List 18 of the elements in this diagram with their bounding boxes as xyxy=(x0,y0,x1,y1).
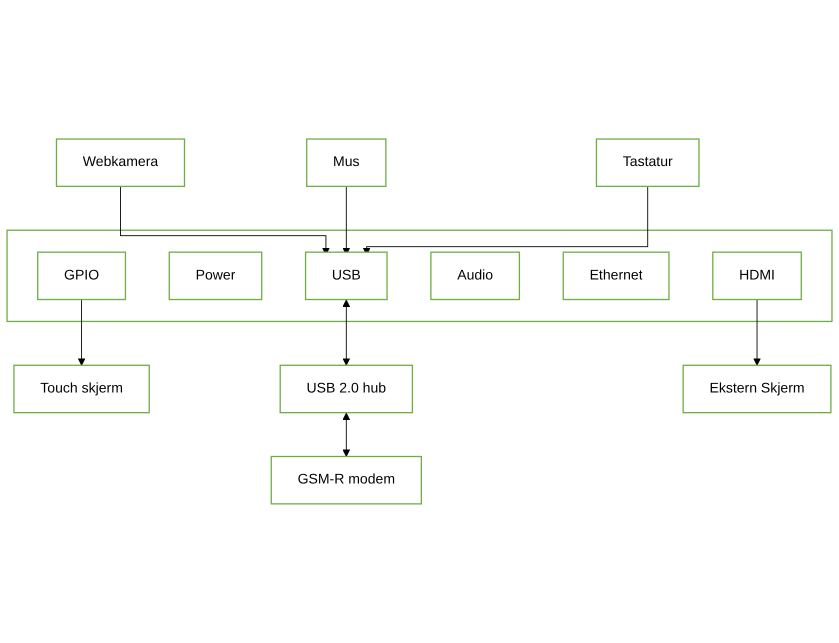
node-box: GPIO xyxy=(37,252,126,300)
node-box: Webkamera xyxy=(56,138,186,188)
arrow xyxy=(753,299,761,366)
node-box: Ethernet xyxy=(562,252,670,300)
cluster xyxy=(6,230,833,322)
node-box: Mus xyxy=(306,138,387,188)
node-box: USB 2.0 hub xyxy=(280,364,414,414)
arrow xyxy=(78,299,86,366)
node-box: Audio xyxy=(430,252,520,300)
node-box: USB xyxy=(304,252,388,300)
arrow xyxy=(342,412,350,457)
node-box: HDMI xyxy=(712,252,802,300)
node-box: Tastatur xyxy=(596,138,700,188)
node-box: Touch skjerm xyxy=(13,364,150,414)
node-box: GSM-R modem xyxy=(270,456,422,505)
node-box: Ekstern Skjerm xyxy=(682,364,832,414)
node-box: Power xyxy=(168,252,262,300)
arrow xyxy=(342,300,350,366)
